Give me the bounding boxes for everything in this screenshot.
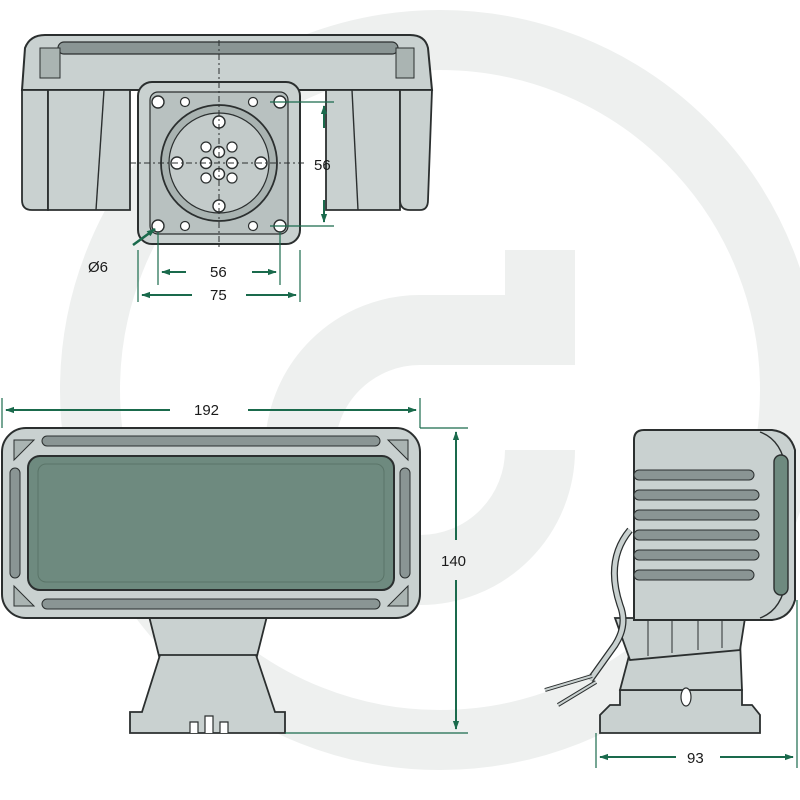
top-view-lamp bbox=[20, 34, 434, 250]
dim-hole-spacing-label: 56 bbox=[210, 264, 227, 281]
side-view-lamp bbox=[544, 429, 796, 734]
side-view-dimensions: 93 bbox=[595, 600, 798, 768]
dim-depth-label: 93 bbox=[687, 750, 704, 767]
front-view-lamp bbox=[1, 427, 421, 734]
dim-hole-diameter-label: Ø6 bbox=[88, 259, 108, 276]
dim-mount-height-label: 56 bbox=[314, 157, 331, 174]
dim-height-label: 140 bbox=[441, 553, 466, 570]
dim-plate-width-label: 75 bbox=[210, 287, 227, 304]
top-view-dimensions: 56 Ø6 56 75 bbox=[88, 101, 334, 304]
dim-width-label: 192 bbox=[194, 402, 219, 419]
front-view-dimensions: 192 140 bbox=[1, 398, 468, 734]
